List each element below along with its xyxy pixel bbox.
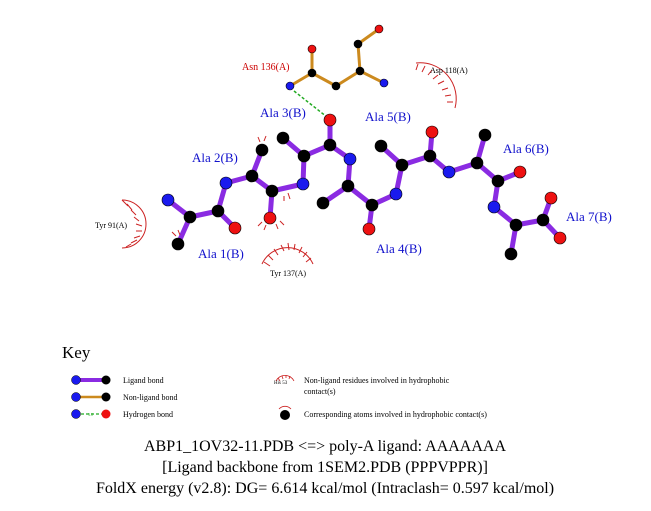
ligand-carbon-atom xyxy=(470,156,484,170)
caption-line-3: FoldX energy (v2.8): DG= 6.614 kcal/mol … xyxy=(96,480,554,497)
atoms xyxy=(161,24,567,261)
legend-nonligand-bond-sample xyxy=(71,392,111,402)
ligand-carbon-atom xyxy=(423,149,437,163)
ligand-carbon-atom xyxy=(265,184,279,198)
residue-label-ala3: Ala 3(B) xyxy=(260,105,306,120)
legend: Key Ligand bond Non-ligand bond 3.0 Hydr… xyxy=(62,343,487,420)
tyr137-contact-arc xyxy=(261,247,314,265)
residue-label-ala7: Ala 7(B) xyxy=(566,209,612,224)
nonligand-bonds xyxy=(288,27,386,88)
nonligand-nitrogen-atom xyxy=(379,78,389,88)
ligand-carbon-atom xyxy=(536,213,550,227)
legend-corresponding-atoms-label: Corresponding atoms involved in hydropho… xyxy=(304,410,487,419)
legend-ligand-bond-sample xyxy=(71,375,111,385)
residue-label-asn136: Asn 136(A) xyxy=(242,62,290,73)
residue-label-ala6: Ala 6(B) xyxy=(503,141,549,156)
ligand-carbon-atom xyxy=(504,247,518,261)
ligand-carbon-atom xyxy=(211,204,225,218)
residue-label-asp118: Asp 118(A) xyxy=(430,66,468,75)
ligand-carbon-atom xyxy=(478,128,492,142)
hydrophobic-arcs xyxy=(121,62,457,267)
tyr91-contact-arc xyxy=(121,199,147,249)
ligand-carbon-atom xyxy=(395,158,409,172)
ligand-carbon-atom xyxy=(509,218,523,232)
nonligand-carbon-atom xyxy=(353,39,363,49)
legend-hydrogen-bond-label: Hydrogen bond xyxy=(123,410,173,419)
ligand-carbon-atom xyxy=(245,169,259,183)
nonligand-carbon-atom xyxy=(331,81,341,91)
ligand-oxygen-atom xyxy=(425,125,439,139)
asp118-contact-arc xyxy=(415,62,457,109)
residue-label-ala2: Ala 2(B) xyxy=(192,150,238,165)
caption-line-2: [Ligand backbone from 1SEM2.PDB (PPPVPPR… xyxy=(162,459,488,476)
residue-label-tyr91: Tyr 91(A) xyxy=(95,221,127,230)
ligand-nitrogen-atom xyxy=(389,187,403,201)
ligand-oxygen-atom xyxy=(323,113,337,127)
ligand-carbon-atom xyxy=(323,138,337,152)
ligand-nitrogen-atom xyxy=(442,165,456,179)
legend-ligand-bond-label: Ligand bond xyxy=(123,376,164,385)
ligand-carbon-atom xyxy=(491,174,505,188)
legend-nonligand-residue-example: His 53 xyxy=(274,381,288,386)
ligand-nitrogen-atom xyxy=(219,176,233,190)
tyr91-arc-spokes xyxy=(121,199,143,248)
caption-line-1: ABP1_1OV32-11.PDB <=> poly-A ligand: AAA… xyxy=(144,438,506,455)
nonligand-oxygen-atom xyxy=(374,24,384,34)
legend-title: Key xyxy=(62,343,91,362)
residue-label-ala5: Ala 5(B) xyxy=(365,109,411,124)
legend-nonligand-residues-label-2: contact(s) xyxy=(304,387,336,396)
ligand-carbon-atom xyxy=(171,237,185,251)
ligand-oxygen-atom xyxy=(263,211,277,225)
legend-corresponding-atom-sample xyxy=(278,405,292,420)
ligand-oxygen-atom xyxy=(513,165,527,179)
ligand-carbon-atom xyxy=(365,198,379,212)
nonligand-nitrogen-atom xyxy=(285,81,295,91)
ligand-carbon-atom xyxy=(297,149,311,163)
residue-label-tyr137: Tyr 137(A) xyxy=(270,269,306,278)
ligand-oxygen-atom xyxy=(553,231,567,245)
ligand-carbon-atom xyxy=(183,210,197,224)
legend-hydrogen-bond-sample: 3.0 xyxy=(71,409,111,419)
ligand-nitrogen-atom xyxy=(487,200,501,214)
residue-label-ala4: Ala 4(B) xyxy=(376,241,422,256)
nonligand-carbon-atom xyxy=(355,66,365,76)
ligand-carbon-atom xyxy=(341,179,355,193)
ligand-carbon-atom xyxy=(316,196,330,210)
legend-nonligand-residue-sample xyxy=(275,375,295,382)
hydrogen-bond xyxy=(293,90,328,118)
legend-nonligand-bond-label: Non-ligand bond xyxy=(123,393,177,402)
ligand-carbon-atom xyxy=(374,139,388,153)
tyr137-arc-spokes xyxy=(263,242,312,267)
ligand-oxygen-atom xyxy=(228,221,242,235)
residue-label-ala1: Ala 1(B) xyxy=(198,246,244,261)
asp118-arc-spokes xyxy=(415,63,453,103)
ligand-carbon-atom xyxy=(276,131,290,145)
ligand-oxygen-atom xyxy=(362,222,376,236)
ligand-nitrogen-atom xyxy=(343,152,357,166)
ligand-nitrogen-atom xyxy=(296,177,310,191)
legend-hbond-distance: 3.0 xyxy=(88,412,93,417)
nonligand-oxygen-atom xyxy=(307,44,317,54)
ligand-nitrogen-atom xyxy=(161,193,175,207)
nonligand-carbon-atom xyxy=(307,68,317,78)
legend-nonligand-residues-label-1: Non-ligand residues involved in hydropho… xyxy=(304,376,450,385)
ligand-carbon-atom xyxy=(255,143,269,157)
ligand-oxygen-atom xyxy=(544,191,558,205)
